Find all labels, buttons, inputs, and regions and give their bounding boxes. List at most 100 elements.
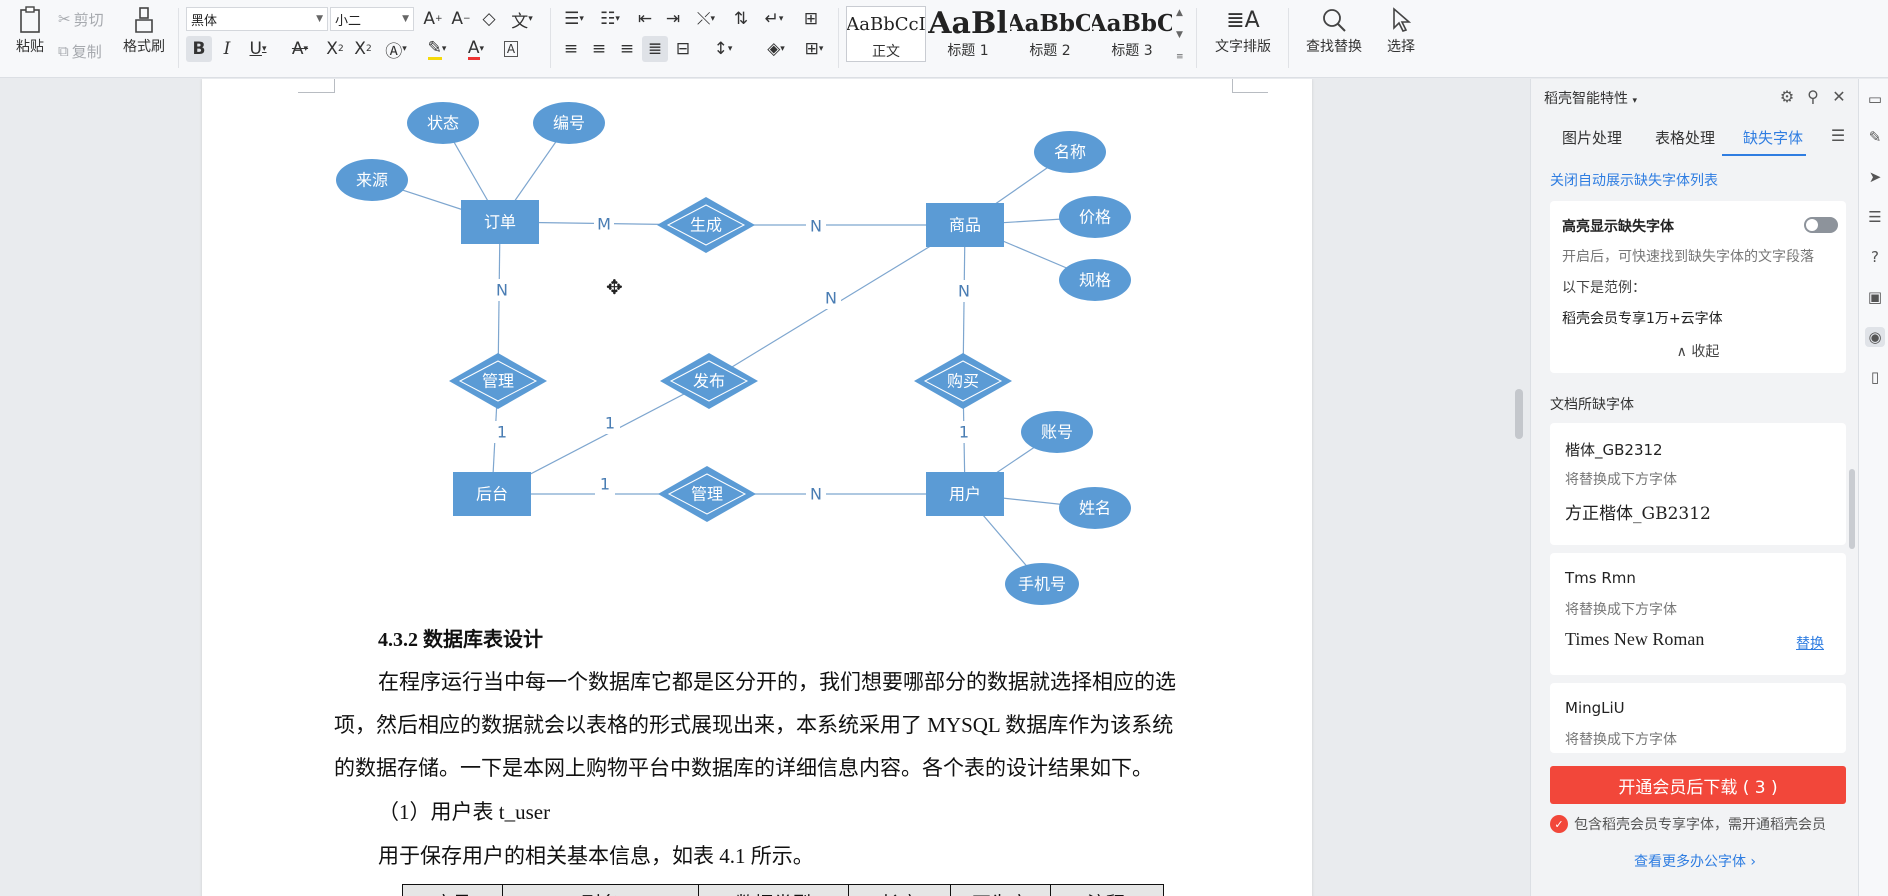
sliders-icon[interactable]: ☰	[1868, 208, 1882, 226]
cursor-icon[interactable]: ➤	[1868, 168, 1882, 186]
bullet-list-icon[interactable]: ☰▾	[564, 9, 584, 29]
font-name-value: 黑体	[191, 13, 218, 29]
justify-icon[interactable]: ≣	[642, 36, 668, 62]
scrollbar-thumb[interactable]	[1515, 389, 1523, 439]
more-fonts-link[interactable]: 查看更多办公字体 ›	[1633, 854, 1757, 870]
font-size-select[interactable]: 小二▼	[330, 7, 414, 31]
find-replace-button[interactable]: 查找替换	[1296, 4, 1372, 56]
style-heading-3[interactable]: AaBbC 标题 3	[1092, 6, 1172, 62]
select-button[interactable]: 选择	[1378, 4, 1424, 56]
table-header-cell: 列名	[503, 885, 699, 896]
sort-icon[interactable]: ⇅	[733, 9, 749, 29]
pin-icon[interactable]: ⚲	[1807, 86, 1819, 106]
close-icon[interactable]: ✕	[1832, 86, 1846, 106]
chevron-down-icon: ▼	[316, 14, 323, 24]
style-normal[interactable]: AaBbCcI 正文	[846, 6, 926, 62]
table-header-cell: 注释	[1051, 885, 1161, 896]
align-left-icon[interactable]: ≡	[563, 39, 579, 59]
ribbon-toolbar: 粘贴 ✂剪切 ⧉复制 格式刷 黑体 ▼ 小二▼ A+ A− ◇ 文▾ B I U▾…	[0, 0, 1888, 78]
increase-indent-icon[interactable]: ⇥	[665, 9, 681, 29]
text-effect-icon[interactable]: Ⓐ▾	[385, 41, 407, 62]
select-label: 选择	[1387, 39, 1415, 55]
cardinality-label: N	[825, 289, 837, 308]
highlight-toggle[interactable]	[1804, 217, 1838, 233]
align-center-icon[interactable]: ≡	[591, 39, 607, 59]
relation-diamond-inner	[669, 360, 749, 402]
page-icon[interactable]: ▯	[1870, 368, 1880, 386]
gear-icon[interactable]: ⚙	[1779, 86, 1795, 106]
italic-icon[interactable]: I	[223, 39, 231, 59]
edit-icon[interactable]: ✎	[1868, 128, 1882, 146]
tab-missing-fonts[interactable]: 缺失字体	[1743, 129, 1804, 147]
strikethrough-icon[interactable]: A▾	[291, 39, 309, 59]
panel-scrollbar[interactable]	[1849, 389, 1855, 759]
shading-icon[interactable]: ◈▾	[767, 39, 785, 59]
bar-icon[interactable]: ▭	[1867, 90, 1883, 108]
grow-font-icon[interactable]: A+	[423, 9, 443, 29]
cut-button[interactable]: ✂剪切	[58, 8, 104, 30]
cardinality-bg	[492, 421, 512, 443]
chinese-layout-icon[interactable]: ⤬▾	[696, 9, 716, 29]
image-icon[interactable]: ▣	[1867, 288, 1883, 306]
numbered-list-icon[interactable]: ☷▾	[600, 9, 620, 29]
chevron-down-icon[interactable]: ▼	[1176, 30, 1183, 40]
paste-button[interactable]: 粘贴	[8, 4, 52, 56]
text-layout-button[interactable]: ≣A 文字排版	[1206, 4, 1280, 56]
collapse-button[interactable]: ∧ 收起	[1550, 341, 1846, 361]
ruler-icon[interactable]: ⊞	[803, 9, 819, 29]
decrease-indent-icon[interactable]: ⇤	[637, 9, 653, 29]
cardinality-bg	[954, 421, 974, 443]
copy-button[interactable]: ⧉复制	[58, 40, 102, 62]
missing-font-item[interactable]: 楷体_GB2312 将替换成下方字体 方正楷体_GB2312	[1550, 423, 1846, 545]
missing-font-item[interactable]: MingLiU 将替换成下方字体	[1550, 683, 1846, 753]
help-icon[interactable]: ?	[1871, 248, 1879, 266]
style-heading-2[interactable]: AaBbC 标题 2	[1010, 6, 1090, 62]
scrollbar-thumb[interactable]	[1849, 469, 1855, 549]
phonetic-icon[interactable]: 文▾	[511, 11, 533, 32]
relation-diamond	[657, 197, 755, 253]
tab-table-processing[interactable]: 表格处理	[1655, 129, 1716, 147]
relation-diamond-inner	[666, 204, 746, 246]
panel-title[interactable]: 稻壳智能特性 ▾	[1544, 88, 1637, 108]
borders-icon[interactable]: ⊞▾	[804, 39, 824, 59]
buy-membership-button[interactable]: 开通会员后下载 ( 3 )	[1550, 766, 1846, 804]
smart-feature-icon[interactable]: ◉	[1865, 327, 1885, 347]
table-header-cell: 不为空	[951, 885, 1051, 896]
cardinality-label: 1	[497, 423, 507, 442]
style-heading-1[interactable]: AaBl 标题 1	[928, 6, 1008, 62]
show-marks-icon[interactable]: ↵▾	[764, 9, 784, 29]
expand-icon[interactable]: ≡	[1176, 52, 1184, 62]
shrink-font-icon[interactable]: A−	[451, 9, 471, 29]
highlight-icon[interactable]: ✎▾	[427, 37, 447, 60]
tab-image-processing[interactable]: 图片处理	[1562, 129, 1623, 147]
styles-scroll[interactable]: ▲ ▼ ≡	[1176, 8, 1188, 62]
distributed-icon[interactable]: ⊟	[675, 39, 691, 59]
menu-icon[interactable]: ☰	[1830, 125, 1846, 145]
font-color-icon[interactable]: A▾	[467, 37, 485, 60]
font-name-select[interactable]: 黑体 ▼	[186, 7, 328, 31]
line-spacing-icon[interactable]: ↕▾	[713, 39, 733, 59]
chevron-up-icon[interactable]: ▲	[1176, 8, 1183, 18]
crop-mark	[298, 79, 334, 93]
char-border-icon[interactable]: A	[498, 36, 524, 62]
attribute-label: 名称	[1054, 143, 1086, 162]
relation-diamond-inner	[458, 360, 538, 402]
replace-link[interactable]: 替换	[1796, 636, 1824, 652]
missing-font-item[interactable]: Tms Rmn 将替换成下方字体 Times New Roman 替换	[1550, 553, 1846, 675]
bold-icon[interactable]: B	[186, 36, 212, 62]
document-scrollbar[interactable]	[1510, 79, 1528, 896]
membership-note-text: 包含稻壳会员专享字体，需开通稻壳会员	[1574, 817, 1826, 833]
align-right-icon[interactable]: ≡	[619, 39, 635, 59]
cardinality-label: N	[810, 485, 822, 504]
attribute-ellipse	[1005, 563, 1079, 605]
close-auto-show-link[interactable]: 关闭自动展示缺失字体列表	[1550, 173, 1718, 189]
underline-icon[interactable]: U▾	[249, 39, 267, 59]
eraser-icon[interactable]: ◇	[482, 9, 496, 29]
format-painter-button[interactable]: 格式刷	[120, 4, 168, 56]
example-text: 稻壳会员专享1万+云字体	[1562, 311, 1723, 327]
